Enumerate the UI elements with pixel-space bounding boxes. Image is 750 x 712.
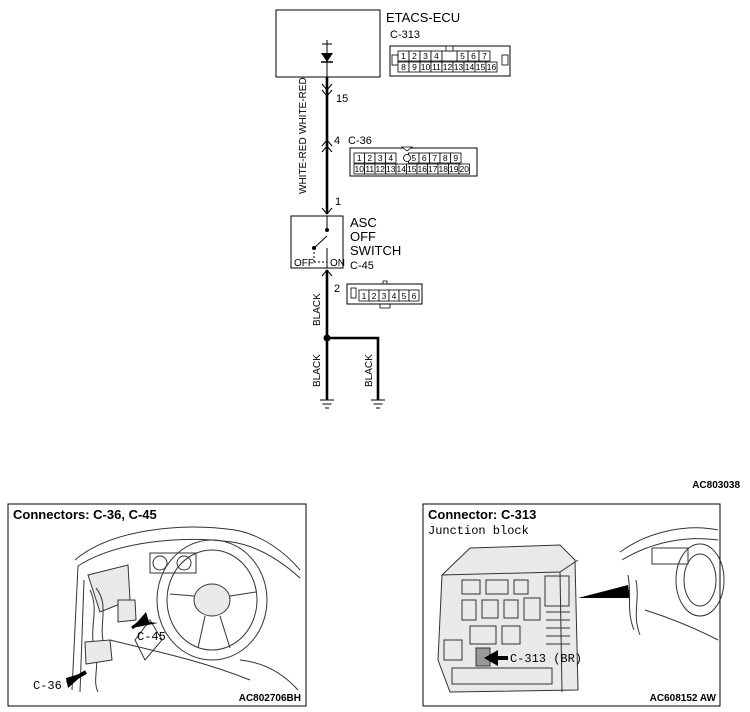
ground-right-icon	[371, 399, 385, 409]
connector-pin-number: 6	[471, 51, 476, 61]
connector-pin-cell	[450, 152, 462, 164]
ground-left-icon	[320, 399, 334, 409]
diode-icon	[321, 53, 333, 62]
dashboard-sketch	[71, 526, 301, 693]
connector-pin-cell	[408, 289, 420, 302]
ecu-name: ETACS-ECU	[386, 10, 460, 25]
switch-off-label: OFF	[294, 258, 314, 269]
connector-pin-number: 15	[407, 164, 417, 174]
connector-pin-number: 5	[402, 291, 407, 301]
switch-pin-top: 1	[335, 196, 341, 208]
connector-pin-number: 13	[454, 62, 464, 72]
connector-pin-cell	[385, 152, 397, 164]
connector-pin-number: 14	[465, 62, 475, 72]
connector-pin-number: 17	[428, 164, 438, 174]
connector-pin-number: 3	[382, 291, 387, 301]
etacs-ecu-box	[275, 9, 381, 78]
connector-pin-number: 3	[378, 153, 383, 163]
switch-name-line3: SWITCH	[350, 243, 401, 258]
wire-color-ground-right: BLACK	[364, 354, 375, 387]
connector-pin-number: 6	[422, 153, 427, 163]
connector-pin-number: 8	[401, 62, 406, 72]
connector-pin-number: 2	[372, 291, 377, 301]
connector-pin-number: 12	[376, 164, 386, 174]
connector-pin-number: 9	[412, 62, 417, 72]
connector-pin-number: 6	[412, 291, 417, 301]
connector-pin-number: 4	[434, 51, 439, 61]
connector-chevron	[321, 139, 333, 147]
arrow-c313-icon	[484, 650, 498, 666]
connector-pin-number: 1	[362, 291, 367, 301]
junction-block-sketch	[437, 544, 579, 693]
panel-right-title: Connector: C-313	[428, 507, 536, 522]
wire-color-top: WHITE-RED	[298, 77, 309, 134]
wire-color-ground-left: BLACK	[312, 354, 323, 387]
car-interior-sketch	[619, 527, 725, 641]
connector-pin-cell	[485, 61, 498, 73]
connector-pin-number: 3	[423, 51, 428, 61]
ecu-connector-label: C-313	[390, 29, 420, 41]
wire-color-bottom: BLACK	[312, 293, 323, 326]
connector-chevron	[321, 83, 333, 91]
connector-pin-number: 10	[355, 164, 365, 174]
connector-pin-number: 4	[388, 153, 393, 163]
connector-pin-number: 15	[476, 62, 486, 72]
figure-code-main: AC803038	[692, 480, 740, 491]
connector-pin-number: 1	[357, 153, 362, 163]
connector-pin-number: 7	[432, 153, 437, 163]
connector-pin-number: 19	[449, 164, 459, 174]
connector-pin-number: 4	[392, 291, 397, 301]
callout-c313: C-313 (BR)	[510, 652, 582, 666]
connector-pin-number: 11	[432, 62, 441, 72]
panel-left-title: Connectors: C-36, C-45	[13, 507, 157, 522]
connector-pin-number: 16	[487, 62, 497, 72]
pointer-icon	[578, 585, 630, 598]
connector-pin-number: 8	[443, 153, 448, 163]
switch-connector-label: C-45	[350, 260, 374, 272]
switch-on-label: ON	[330, 258, 345, 269]
connector-pin-number: 18	[439, 164, 449, 174]
connector-pin-number: 5	[460, 51, 465, 61]
connector-pin-number: 20	[460, 164, 470, 174]
connector-pin-number: 1	[401, 51, 406, 61]
connector-pin-cell	[458, 163, 470, 175]
callout-c45: C-45	[137, 630, 166, 644]
connector-pin-number: 16	[418, 164, 428, 174]
connector-pin-number: 10	[421, 62, 431, 72]
connector-pin-number: 5	[411, 153, 416, 163]
ecu-pin-number: 15	[336, 93, 348, 105]
panel-right-code: AC608152 AW	[650, 693, 717, 704]
connector-pin-number: 9	[453, 153, 458, 163]
connector-pin-number: 13	[386, 164, 396, 174]
c36-connector-label: C-36	[348, 135, 372, 147]
connector-pin-number: 11	[365, 164, 374, 174]
connector-pin-number: 12	[443, 62, 453, 72]
connector-pin-number: 7	[482, 51, 487, 61]
connector-pin-cell	[478, 50, 491, 62]
panel-connector-c313: Connector: C-313 Junction block	[422, 503, 725, 707]
wire-black-branch	[327, 336, 380, 400]
switch-contact-icon	[313, 235, 328, 249]
panel-connectors-c36-c45: Connectors: C-36, C-45	[7, 503, 307, 707]
c36-pin-number: 4	[334, 135, 340, 147]
connector-pin-number: 2	[367, 153, 372, 163]
connector-pin-number: 2	[412, 51, 417, 61]
panel-right-subtitle: Junction block	[428, 524, 529, 538]
switch-pin-bottom: 2	[334, 283, 340, 295]
connector-pin-number: 14	[397, 164, 407, 174]
switch-name-line1: ASC	[350, 215, 377, 230]
panel-left-code: AC802706BH	[239, 693, 301, 704]
switch-name-line2: OFF	[350, 229, 376, 244]
wire-color-mid: WHITE-RED	[298, 137, 309, 194]
callout-c36: C-36	[33, 679, 62, 693]
asc-off-switch-box: OFF ON	[290, 215, 345, 269]
